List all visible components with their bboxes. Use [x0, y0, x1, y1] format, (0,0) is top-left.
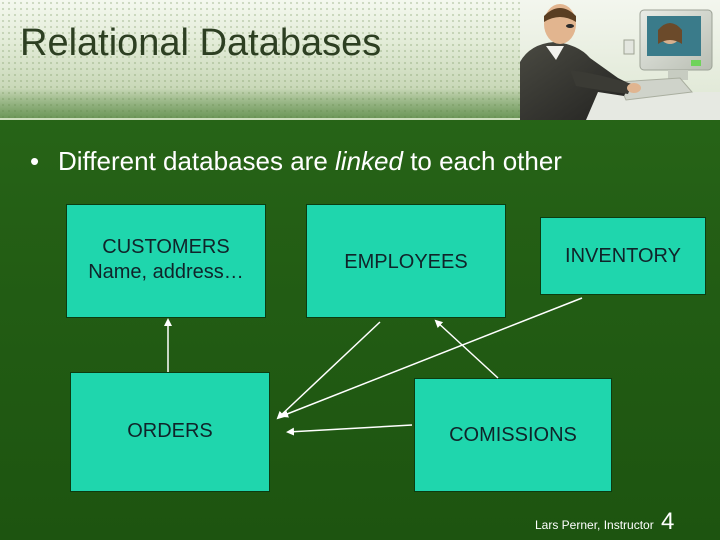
header-photo — [520, 0, 720, 120]
bullet-text-after: to each other — [402, 146, 562, 176]
orders-box: ORDERS — [70, 372, 270, 492]
bullet-point: • Different databases are linked to each … — [30, 146, 562, 177]
comissions-box: COMISSIONS — [414, 378, 612, 492]
bullet-text-before: Different databases are — [58, 146, 336, 176]
bullet-text-emphasis: linked — [335, 146, 403, 176]
orders-label: ORDERS — [127, 420, 213, 442]
arrow-comissions-to-orders — [286, 424, 413, 436]
customers-fields: Name, address… — [88, 261, 244, 283]
slide-title: Relational Databases — [20, 22, 382, 64]
employees-label: EMPLOYEES — [344, 251, 468, 273]
employees-box: EMPLOYEES — [306, 204, 506, 318]
customers-label: CUSTOMERS — [102, 236, 230, 258]
header-divider — [0, 118, 720, 120]
arrow-employees-to-orders — [276, 321, 381, 420]
footer-instructor: Lars Perner, Instructor — [535, 518, 654, 532]
inventory-label: INVENTORY — [565, 245, 681, 267]
man-at-computer-illustration — [520, 0, 720, 120]
page-number: 4 — [661, 508, 675, 535]
inventory-box: INVENTORY — [540, 217, 706, 295]
arrow-inventory-to-orders — [280, 297, 583, 418]
customers-box: CUSTOMERS Name, address… — [66, 204, 266, 318]
bullet-marker: • — [30, 146, 40, 176]
arrow-comissions-to-employees — [434, 319, 499, 379]
comissions-label: COMISSIONS — [449, 424, 577, 446]
